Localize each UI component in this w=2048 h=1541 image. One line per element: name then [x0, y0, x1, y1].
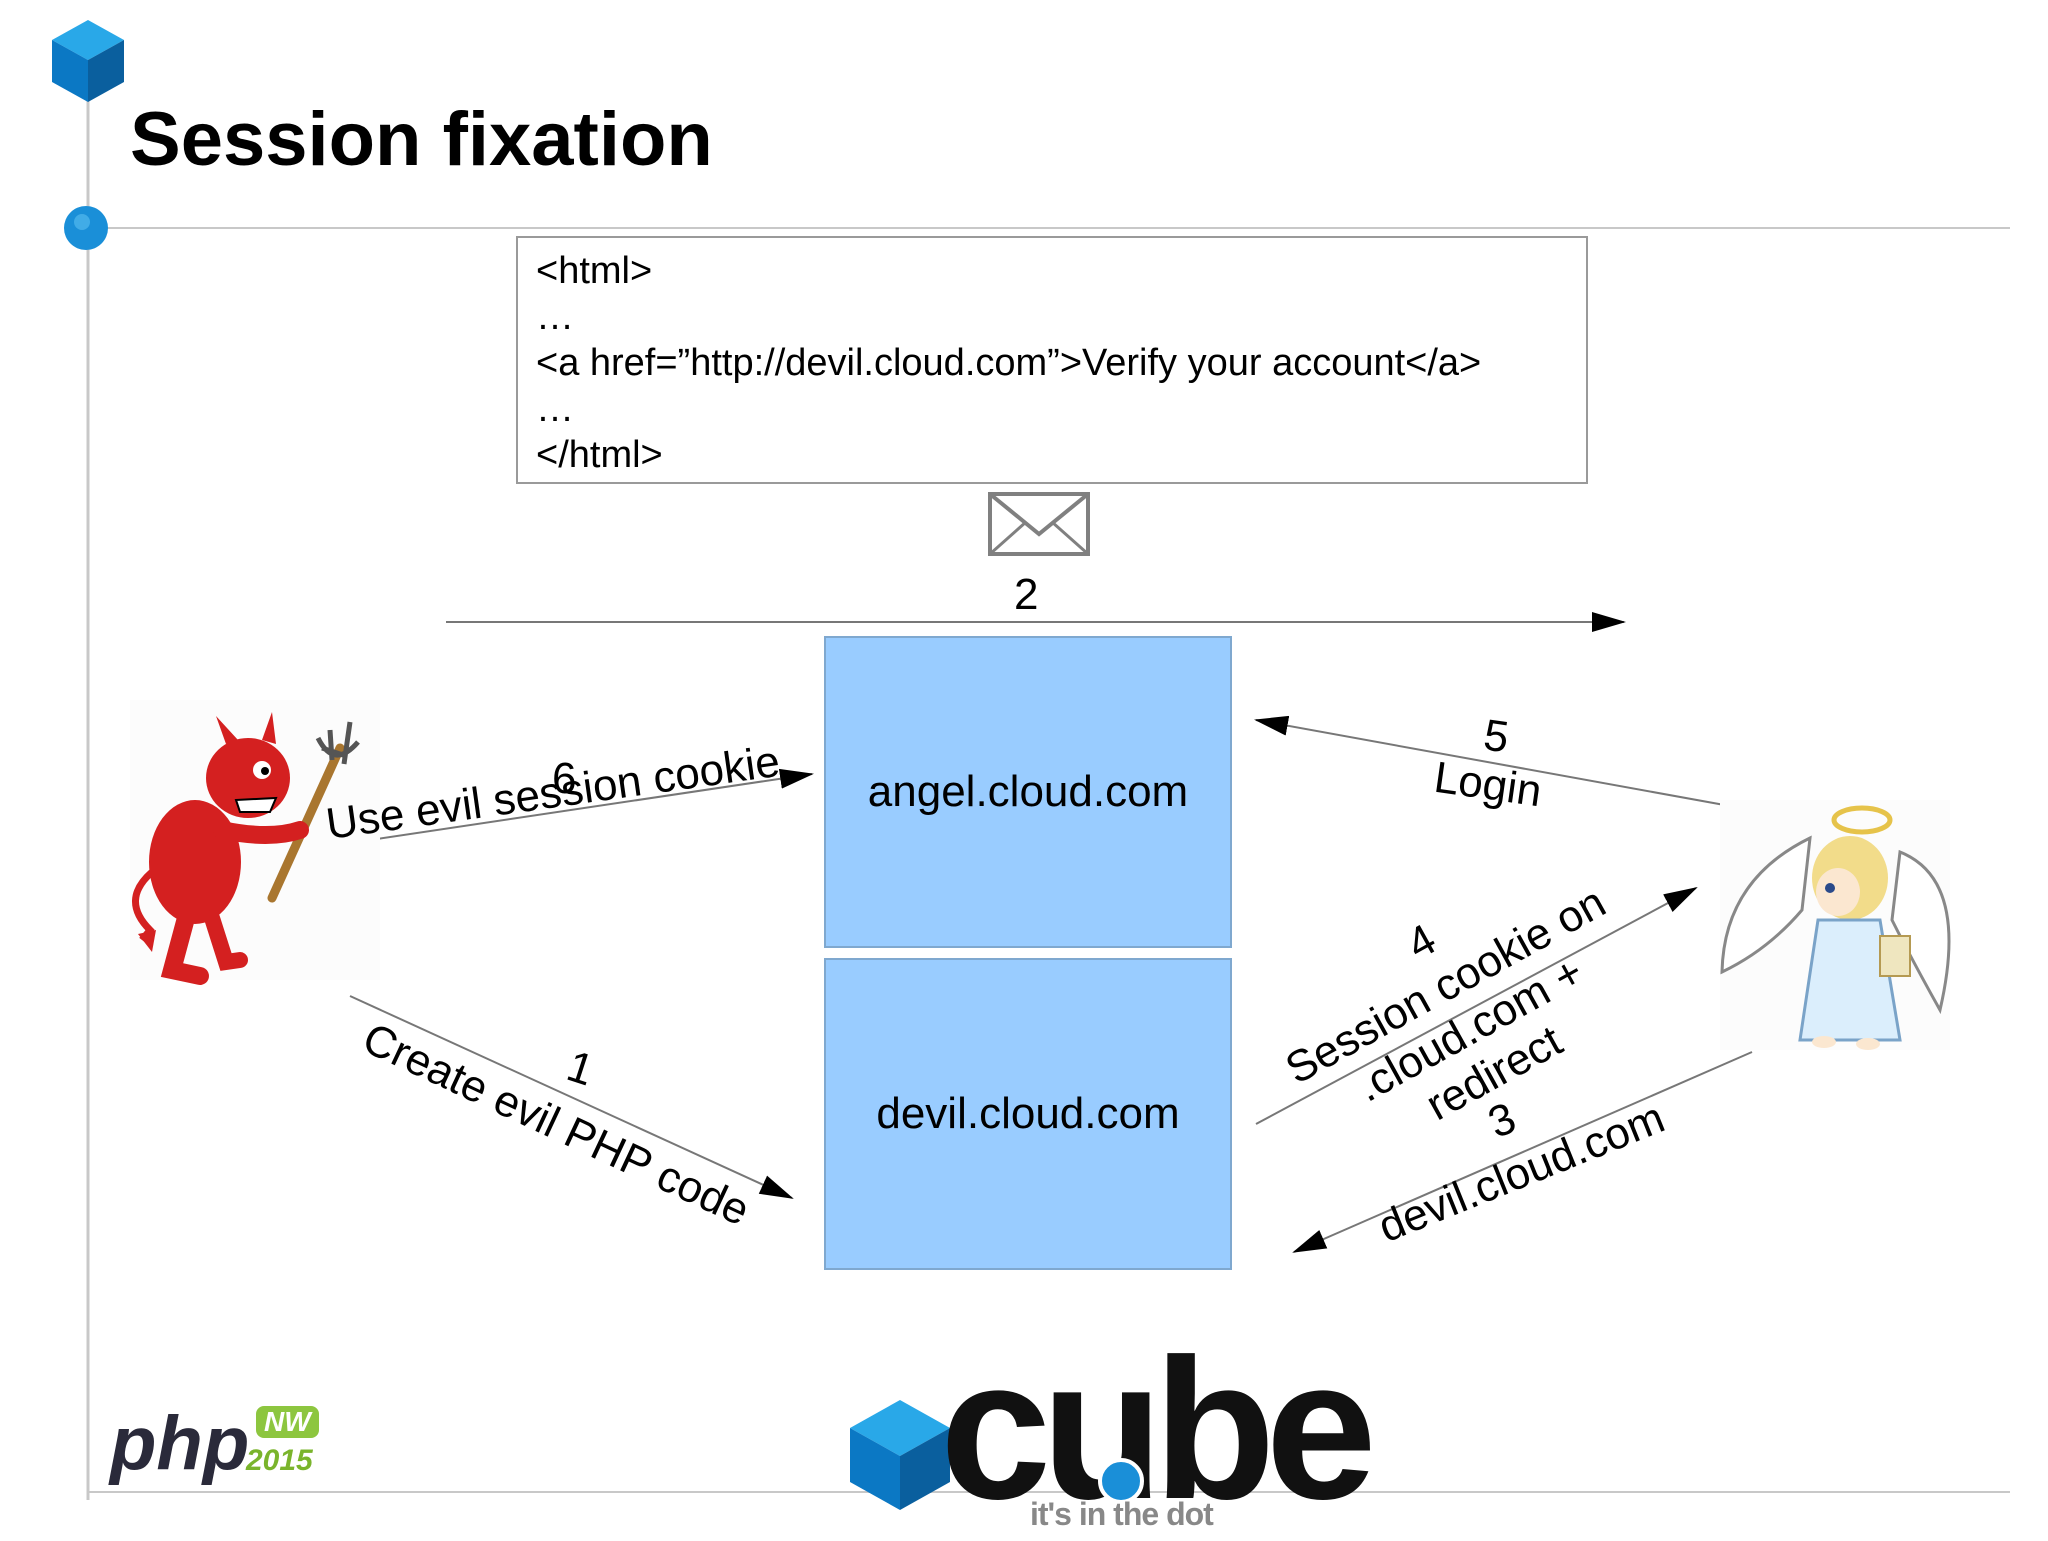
envelope-icon: [988, 492, 1090, 556]
cube-tagline: it's in the dot: [1030, 1496, 1214, 1532]
devil-server-label: devil.cloud.com: [876, 1089, 1180, 1138]
cube-brand-icon: [850, 1400, 950, 1510]
angel-server-label: angel.cloud.com: [867, 767, 1189, 816]
code-line: <a href=”http://devil.cloud.com”>Verify …: [536, 342, 1482, 384]
arrow-step4: [1255, 887, 1698, 1125]
cube-logo-icon: [52, 20, 124, 102]
email-html-code-box: <html> … <a href=”http://devil.cloud.com…: [516, 236, 1588, 484]
step2-number: 2: [1014, 570, 1039, 619]
arrow-step6: [329, 768, 814, 847]
angel-illustration: [1720, 800, 1951, 1050]
code-line: <html>: [536, 250, 653, 292]
step6-number: 6: [552, 754, 577, 803]
arrow-step1: [349, 995, 794, 1199]
phpnw-logo: php NW 2015: [110, 1400, 319, 1487]
arrow-step5: [1254, 715, 1753, 811]
code-line: </html>: [536, 434, 663, 476]
arrow-step3: [1292, 1051, 1753, 1253]
angel-server-box: angel.cloud.com: [824, 636, 1232, 948]
slide-title: Session fixation: [130, 97, 713, 182]
devil-server-box: devil.cloud.com: [824, 958, 1232, 1270]
phpnw-badge: NW: [256, 1406, 319, 1438]
cube-dot-icon: [1098, 1458, 1144, 1504]
code-line: …: [536, 296, 574, 338]
cube-wordmark: cube: [940, 1318, 1377, 1541]
code-line: …: [536, 388, 574, 430]
devil-illustration: [130, 700, 380, 985]
phpnw-year: 2015: [246, 1444, 313, 1477]
php-wordmark: php: [110, 1401, 250, 1486]
